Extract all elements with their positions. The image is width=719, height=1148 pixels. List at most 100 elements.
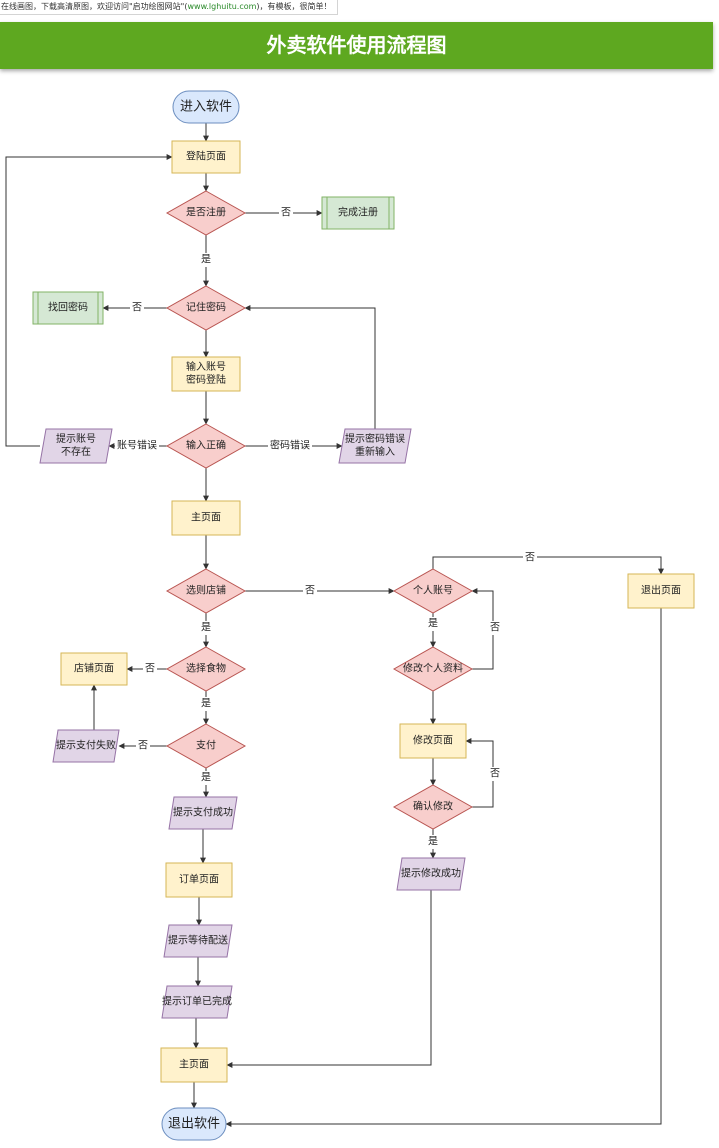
node-label: 店铺页面: [74, 662, 114, 675]
edge-label-account-error: 账号错误: [115, 439, 159, 453]
subprocess-shape: [321, 196, 395, 230]
decision-shape: [165, 723, 247, 769]
decision-shape: [165, 190, 247, 236]
node-label: 提示密码错误: [345, 432, 405, 445]
edge-label-bg: [199, 697, 213, 711]
edge-label-bg: [115, 439, 159, 453]
edge-accountmissing-login: [5, 154, 173, 447]
node-personal-account: 个人账号: [392, 568, 474, 614]
node-label: 完成注册: [338, 206, 378, 219]
edge-label-bg: [426, 835, 440, 849]
decision-shape: [165, 646, 247, 692]
node-home-2: 主页面: [160, 1047, 228, 1083]
process-shape: [171, 140, 241, 174]
edge-label-to-exit: 否: [523, 551, 537, 565]
process-shape: [60, 652, 128, 686]
edge-account-exitpage: [432, 556, 664, 575]
node-edit-page: 修改页面: [399, 723, 467, 759]
edge-label-bg: [199, 253, 213, 267]
promo-note-tail: )，有模板，很简单！: [256, 2, 332, 11]
edge-editsuccess-home2: [226, 890, 432, 1068]
edge-labels: 否是否账号错误密码错误否是否否是否是否是否是: [115, 206, 537, 849]
node-choose-store: 选则店铺: [165, 568, 247, 614]
edge-label-bg: [143, 662, 157, 676]
node-label: 选择食物: [186, 662, 226, 675]
edge-label-bg: [199, 621, 213, 635]
node-label: 确认修改: [413, 800, 453, 813]
terminal-shape: [172, 90, 240, 124]
node-wait-delivery-tip: 提示等待配送: [163, 924, 233, 958]
process-shape: [171, 500, 241, 536]
edge-label-confirm-yes: 是: [426, 835, 440, 849]
node-label: 提示支付成功: [173, 806, 233, 819]
node-label: 是否注册: [186, 206, 226, 219]
edge-label-bg: [303, 584, 317, 598]
edge-label-text: 否: [132, 302, 142, 314]
edge-label-profile-yes: 是: [426, 617, 440, 631]
node-login: 登陆页面: [171, 140, 241, 174]
node-order-done-tip: 提示订单已完成: [161, 985, 233, 1019]
node-label: 选则店铺: [186, 584, 226, 597]
node-input-correct: 输入正确: [165, 423, 247, 469]
edge-label-bg: [488, 621, 502, 635]
edge-label-text: 账号错误: [117, 439, 157, 452]
edge-label-food-no: 否: [143, 662, 157, 676]
title-banner: 外卖软件使用流程图: [0, 22, 713, 69]
edge-label-bg: [488, 767, 502, 781]
edge-label-bg: [279, 206, 293, 220]
node-label: 订单页面: [179, 874, 219, 886]
process-shape: [627, 573, 695, 609]
node-label: 主页面: [191, 512, 221, 524]
promo-note: 在线画图，下载高清原图，欢迎访问"启功绘图网站"(www.lghuitu.com…: [0, 0, 338, 15]
edge-exitpage-exit: [225, 608, 662, 1127]
edge-label-text: 否: [490, 622, 500, 634]
node-label: 提示订单已完成: [162, 995, 232, 1008]
node-label: 修改页面: [413, 734, 453, 747]
edge-label-text: 是: [201, 254, 211, 266]
terminal-shape: [161, 1107, 227, 1141]
edge-label-food-yes: 是: [199, 697, 213, 711]
node-pay-success-tip: 提示支付成功: [168, 796, 238, 830]
edge-label-text: 否: [138, 740, 148, 752]
nodes: 进入软件登陆页面是否注册完成注册记住密码找回密码输入账号密码登陆输入正确提示账号…: [32, 90, 695, 1141]
decision-shape: [392, 646, 474, 692]
node-store-page: 店铺页面: [60, 652, 128, 686]
edge-label-yes-register: 是: [199, 253, 213, 267]
node-label: 提示账号: [56, 433, 96, 445]
edge-label-pay-no: 否: [136, 739, 150, 753]
io-shape: [161, 985, 233, 1019]
edge-label-pay-yes: 是: [199, 771, 213, 785]
edge-label-confirm-no: 否: [488, 767, 502, 781]
edge-label-no-remember: 否: [130, 301, 144, 315]
edge-label-text: 否: [305, 585, 315, 597]
node-label: 提示等待配送: [168, 934, 228, 947]
decision-shape: [165, 285, 247, 331]
edge-label-pwd-error: 密码错误: [268, 439, 312, 453]
io-shape: [338, 428, 412, 464]
io-shape: [163, 924, 233, 958]
node-pay-fail-tip: 提示支付失败: [52, 729, 120, 763]
edge-label-yes-store: 是: [199, 621, 213, 635]
node-label: 提示修改成功: [401, 867, 461, 880]
node-recover-pwd: 找回密码: [32, 291, 104, 325]
node-label: 支付: [196, 739, 216, 752]
edge-label-profile-no: 否: [488, 621, 502, 635]
edge-label-bg: [130, 301, 144, 315]
edge-label-text: 否: [145, 663, 155, 675]
node-start: 进入软件: [172, 90, 240, 124]
process-shape: [399, 723, 467, 759]
node-label: 密码登陆: [186, 373, 226, 386]
node-edit-success-tip: 提示修改成功: [396, 857, 466, 891]
edge-label-text: 是: [201, 772, 211, 784]
edge-label-no-register: 否: [279, 206, 293, 220]
edge-label-bg: [199, 771, 213, 785]
node-label: 输入账号: [186, 360, 226, 373]
edge-label-bg: [136, 739, 150, 753]
process-shape: [171, 356, 241, 392]
edges: [5, 123, 664, 1127]
promo-note-url[interactable]: www.lghuitu.com: [187, 2, 257, 11]
node-finish-register: 完成注册: [321, 196, 395, 230]
